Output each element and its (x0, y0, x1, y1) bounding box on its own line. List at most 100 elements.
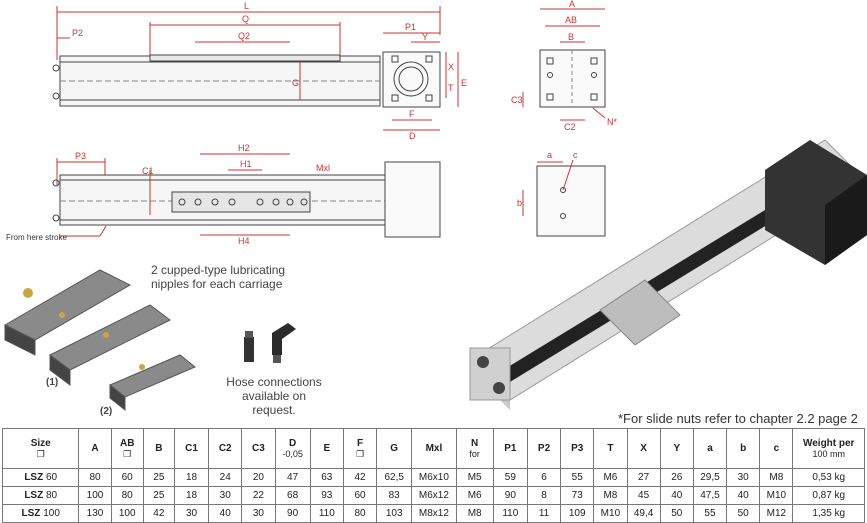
table-cell: M6 (455, 486, 494, 505)
stroke-note: From here stroke (6, 233, 67, 242)
table-cell: 18 (173, 468, 210, 487)
column-header-label: P3 (571, 443, 584, 454)
callout-2: (2) (100, 406, 113, 417)
lubricating-note-line1: 2 cupped-type lubricating (151, 263, 286, 277)
carriage-illustrations (3, 269, 196, 412)
dim-label-Q2: Q2 (238, 31, 250, 41)
size-number: 100 (43, 508, 60, 519)
table-cell: 30 (208, 486, 243, 505)
table-cell: 47 (274, 468, 311, 487)
table-cell: 80 (342, 504, 378, 523)
column-header-label: a (707, 443, 713, 454)
table-cell: M6x12 (411, 486, 457, 505)
dim-label-C1: C1 (142, 166, 154, 176)
table-cell: 83 (376, 486, 413, 505)
table-cell: 30 (726, 468, 761, 487)
hose-note-line1: Hose connections (226, 375, 322, 389)
table-cell: M8 (455, 504, 494, 523)
dim-label-D: D (409, 131, 416, 140)
table-cell: 30 (241, 504, 276, 523)
dim-label-C2: C2 (564, 122, 576, 132)
table-cell: 11 (526, 504, 562, 523)
table-cell: 109 (560, 504, 595, 523)
size-model: LSZ (24, 472, 44, 483)
dim-label-T: T (448, 83, 454, 93)
hose-note-line3: request. (252, 403, 296, 417)
table-cell: 24 (208, 468, 243, 487)
dim-label-E: E (461, 78, 467, 88)
column-header-label: A (91, 443, 99, 454)
size-model: LSZ (24, 490, 44, 501)
column-header-sub: for (469, 448, 480, 459)
column-header: P2 (526, 428, 562, 469)
table-cell: 25 (142, 486, 175, 505)
size-model: LSZ (21, 508, 41, 519)
column-header: C1 (173, 428, 210, 469)
top-view-drawing: P3 C1 H2 H1 Mxl H4 From here stroke (6, 143, 441, 246)
table-cell: 25 (142, 468, 175, 487)
table-cell: 80 (78, 468, 112, 487)
dim-label-P1: P1 (405, 22, 416, 32)
table-cell: 1,35 kg (792, 504, 865, 523)
table-cell: M5 (455, 468, 494, 487)
column-header: Y (659, 428, 694, 469)
column-header-label: AB (119, 437, 135, 449)
table-cell: 20 (241, 468, 276, 487)
table-cell: 60 (342, 486, 378, 505)
table-cell: 100 (78, 486, 112, 505)
table-cell: 60 (110, 468, 144, 487)
table-cell: 90 (492, 486, 528, 505)
column-header-label: P1 (504, 443, 517, 454)
table-cell: 40 (726, 486, 761, 505)
dim-label-c: c (573, 150, 578, 160)
dim-label-H1: H1 (240, 159, 252, 169)
dim-label-F: F (409, 109, 415, 119)
dim-label-P3: P3 (75, 151, 86, 161)
column-header: b (726, 428, 761, 469)
table-cell: 18 (173, 486, 210, 505)
lubricating-note: 2 cupped-type lubricating nipples for ea… (151, 263, 285, 291)
column-header-label: F (356, 437, 364, 449)
table-cell: 50 (659, 504, 694, 523)
linear-axis-render (469, 140, 867, 410)
dim-label-Mxl: Mxl (316, 163, 330, 173)
table-cell: 59 (492, 468, 528, 487)
table-cell: 6 (526, 468, 562, 487)
hose-connector-icons (244, 323, 296, 363)
table-cell: M10 (759, 486, 794, 505)
column-header: P1 (492, 428, 528, 469)
table-cell: 0,87 kg (792, 486, 865, 505)
column-header-sub: 100 mm (812, 448, 845, 459)
column-header: c (759, 428, 794, 469)
hose-note: Hose connections available on request. (226, 375, 322, 417)
table-cell: 93 (309, 486, 344, 505)
column-header-label: C1 (185, 443, 198, 454)
dim-label-A: A (569, 0, 575, 9)
column-header-sub: ❐ (123, 448, 132, 459)
column-header-sub: ❐ (36, 448, 45, 459)
dim-label-Y: Y (422, 32, 428, 42)
carriage-detail-drawing: a c b (517, 150, 606, 237)
column-header: D-0,05 (274, 428, 311, 469)
table-cell: 45 (626, 486, 661, 505)
column-header-label: Size (30, 437, 51, 449)
column-header: T (593, 428, 628, 469)
size-cell: LSZ 60 (1, 468, 80, 487)
table-cell: 30 (173, 504, 210, 523)
table-cell: M8x12 (411, 504, 457, 523)
dim-label-B: B (568, 32, 574, 42)
size-cell: LSZ 100 (1, 504, 80, 523)
column-header: Size❐ (1, 428, 80, 469)
table-cell: 0,53 kg (792, 468, 865, 487)
table-cell: 27 (626, 468, 661, 487)
dim-label-AB: AB (565, 15, 577, 25)
dim-label-L: L (244, 1, 249, 11)
column-header: X (626, 428, 661, 469)
table-cell: M8 (759, 468, 794, 487)
column-header: a (692, 428, 728, 469)
